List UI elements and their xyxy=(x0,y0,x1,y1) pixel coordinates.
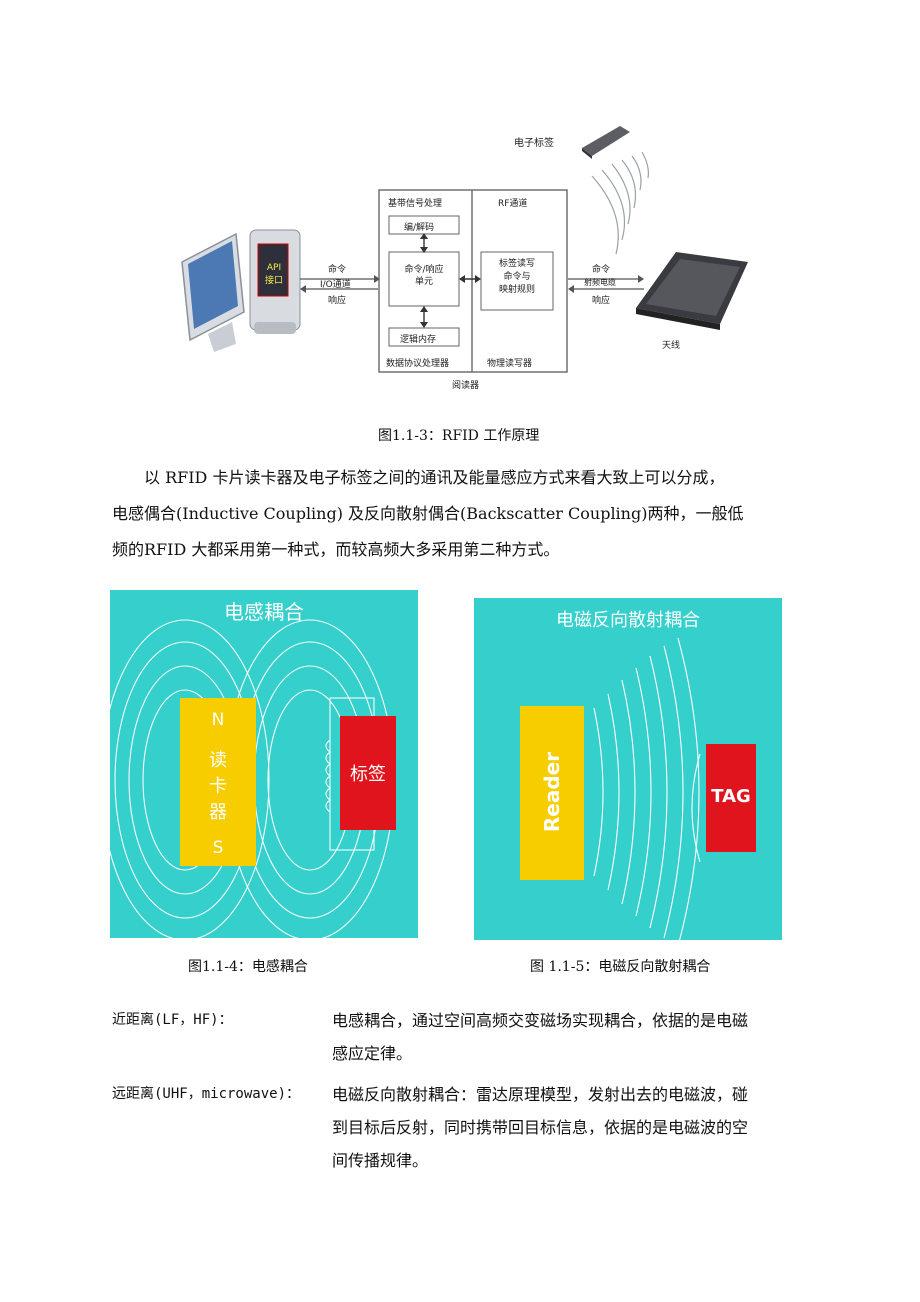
tag-label-2: TAG xyxy=(711,786,751,807)
def-near-line-1: 电感耦合，通过空间高频交变磁场实现耦合，依据的是电磁 xyxy=(332,1011,749,1030)
antenna-icon xyxy=(636,252,748,330)
figure-inductive-coupling: 电感耦合 N 读卡器 S 标签 xyxy=(110,590,418,938)
label-io-channel: I/O通道 xyxy=(320,280,351,290)
def-far-line-1: 电磁反向散射耦合：雷达原理模型，发射出去的电磁波，碰 xyxy=(332,1085,749,1104)
body-paragraph: 以 RFID 卡片读卡器及电子标签之间的通讯及能量感应方式来看大致上可以分成， … xyxy=(112,460,817,568)
figure-backscatter-coupling: 电磁反向散射耦合 Reader TAG xyxy=(474,598,782,940)
reader-label-2: Reader xyxy=(540,751,564,833)
definition-near: 近距离(LF，HF)： 电感耦合，通过空间高频交变磁场实现耦合，依据的是电磁 感… xyxy=(112,1004,822,1070)
label-response-right: 响应 xyxy=(592,296,611,306)
label-protocol-processor: 数据协议处理器 xyxy=(386,359,450,369)
reader-label: 读卡器 xyxy=(209,750,227,823)
computer-icon xyxy=(181,229,301,352)
south-pole-label: S xyxy=(212,838,224,858)
label-rf-channel: RF通道 xyxy=(498,199,528,209)
label-logic-memory: 逻辑内存 xyxy=(400,335,437,345)
label-command-left: 命令 xyxy=(328,265,347,275)
radio-waves xyxy=(591,151,649,255)
tag-block: 标签 xyxy=(340,716,396,830)
label-baseband: 基带信号处理 xyxy=(388,199,443,209)
figure-caption-3: 图 1.1-5：电磁反向散射耦合 xyxy=(530,959,711,975)
figure-rfid-principle: 电子标签 基带信号处理 RF通道 编/解码 命令/响应 单元 标签读写 命令与 … xyxy=(174,112,754,394)
label-api: API 接口 xyxy=(265,263,284,286)
term-far: 远距离(UHF，microwave)： xyxy=(112,1086,301,1102)
label-reader: 阅读器 xyxy=(452,381,480,391)
paragraph-line-1: 以 RFID 卡片读卡器及电子标签之间的通讯及能量感应方式来看大致上可以分成， xyxy=(144,468,725,487)
label-command-unit: 命令/响应 单元 xyxy=(404,265,444,287)
label-antenna: 天线 xyxy=(662,341,681,351)
label-codec: 编/解码 xyxy=(404,223,435,233)
reader-block: N 读卡器 S xyxy=(180,698,256,866)
rfid-diagram xyxy=(181,126,748,373)
figure-caption-1: 图1.1-3：RFID 工作原理 xyxy=(378,428,540,444)
radio-wave-arcs xyxy=(593,637,701,940)
label-tag-rw-rules: 标签读写 命令与 映射规则 xyxy=(498,259,535,295)
figure2-title: 电感耦合 xyxy=(224,600,304,624)
def-far-line-2: 到目标后反射，同时携带回目标信息，依据的是电磁波的空 xyxy=(332,1118,749,1137)
figure-caption-2: 图1.1-4：电感耦合 xyxy=(188,959,308,975)
reader-block-2: Reader xyxy=(520,706,584,880)
label-response-left: 响应 xyxy=(328,296,347,306)
label-command-right: 命令 xyxy=(592,265,611,275)
def-near-line-2: 感应定律。 xyxy=(332,1044,413,1063)
label-electronic-tag: 电子标签 xyxy=(514,138,554,149)
def-far-line-3: 间传播规律。 xyxy=(332,1151,429,1170)
def-far: 电磁反向散射耦合：雷达原理模型，发射出去的电磁波，碰 到目标后反射，同时携带回目… xyxy=(332,1078,822,1177)
paragraph-line-3: 频的RFID 大都采用第一种式，而较高频大多采用第二种方式。 xyxy=(112,540,560,559)
electronic-tag-icon xyxy=(582,126,630,159)
distance-definitions: 近距离(LF，HF)： 电感耦合，通过空间高频交变磁场实现耦合，依据的是电磁 感… xyxy=(112,1004,822,1177)
label-rf-cable: 射频电缆 xyxy=(584,278,616,287)
paragraph-line-2: 电感偶合(Inductive Coupling) 及反向散射偶合(Backsca… xyxy=(112,504,744,523)
def-near: 电感耦合，通过空间高频交变磁场实现耦合，依据的是电磁 感应定律。 xyxy=(332,1004,822,1070)
north-pole-label: N xyxy=(211,710,225,730)
term-near: 近距离(LF，HF)： xyxy=(112,1012,233,1028)
definition-far: 远距离(UHF，microwave)： 电磁反向散射耦合：雷达原理模型，发射出去… xyxy=(112,1078,822,1177)
figure3-title: 电磁反向散射耦合 xyxy=(556,610,700,631)
tag-label: 标签 xyxy=(350,764,386,785)
tag-block-2: TAG xyxy=(706,744,756,852)
label-physical-reader: 物理读写器 xyxy=(487,359,533,369)
